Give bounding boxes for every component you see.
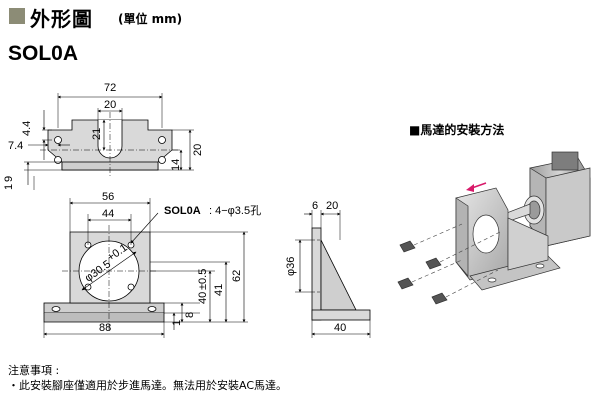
dim-44: 44 [102, 208, 114, 220]
direction-arrow-icon [466, 182, 487, 192]
bracket-image [455, 187, 561, 291]
dim-8: 8 [184, 312, 196, 318]
header-square-icon [9, 8, 25, 24]
dim-88: 88 [99, 322, 111, 334]
dim-62: 62 [231, 270, 243, 282]
top-hole [158, 156, 166, 164]
top-hole [54, 156, 62, 164]
front-view-base [43, 302, 165, 314]
dim-9: 9 [3, 176, 15, 182]
install-method-title: ■馬達的安裝方法 [409, 123, 505, 137]
dim-40-tol: ±0.5 [197, 269, 209, 290]
top-hole [54, 136, 62, 144]
callout-model: SOL0A [164, 205, 201, 217]
dim-20-right: 20 [192, 144, 204, 156]
notes-title: 注意事項 : [8, 364, 60, 377]
side-view-base [311, 309, 371, 321]
motor-image [503, 151, 591, 247]
dim-72: 72 [104, 82, 116, 94]
screw-image [397, 240, 448, 305]
dim-phi36: φ36 [285, 257, 297, 276]
notes-body: ・此安裝腳座僅適用於步進馬達。無法用於安裝AC馬達。 [8, 379, 288, 392]
callout-spec: : 4−φ3.5孔 [209, 204, 261, 217]
side-view [295, 210, 371, 338]
side-view-plate [311, 227, 322, 321]
dim-6: 6 [312, 200, 318, 212]
install-illustration [397, 151, 591, 305]
unit-label: (單位 mm) [118, 12, 183, 26]
dim-20-side: 20 [326, 200, 338, 212]
dim-40-side: 40 [334, 322, 346, 334]
front-hole [127, 283, 135, 291]
dim-56: 56 [102, 191, 114, 203]
dim-7-4: 7.4 [8, 140, 23, 152]
top-hole [158, 136, 166, 144]
side-view-gusset [320, 239, 357, 311]
dim-1-top: 1 [3, 184, 15, 190]
dim-41: 41 [213, 284, 225, 296]
page-title: 外形圖 [30, 7, 93, 31]
front-view [43, 198, 248, 338]
dim-20-slot: 20 [104, 99, 116, 111]
model-name: SOL0A [8, 42, 79, 65]
dim-14: 14 [170, 159, 182, 171]
dim-21: 21 [91, 128, 103, 140]
dim-1-front: 1 [171, 320, 183, 326]
dim-4-4: 4.4 [21, 121, 33, 136]
top-view [24, 93, 194, 190]
dim-40: 40 [197, 292, 209, 304]
